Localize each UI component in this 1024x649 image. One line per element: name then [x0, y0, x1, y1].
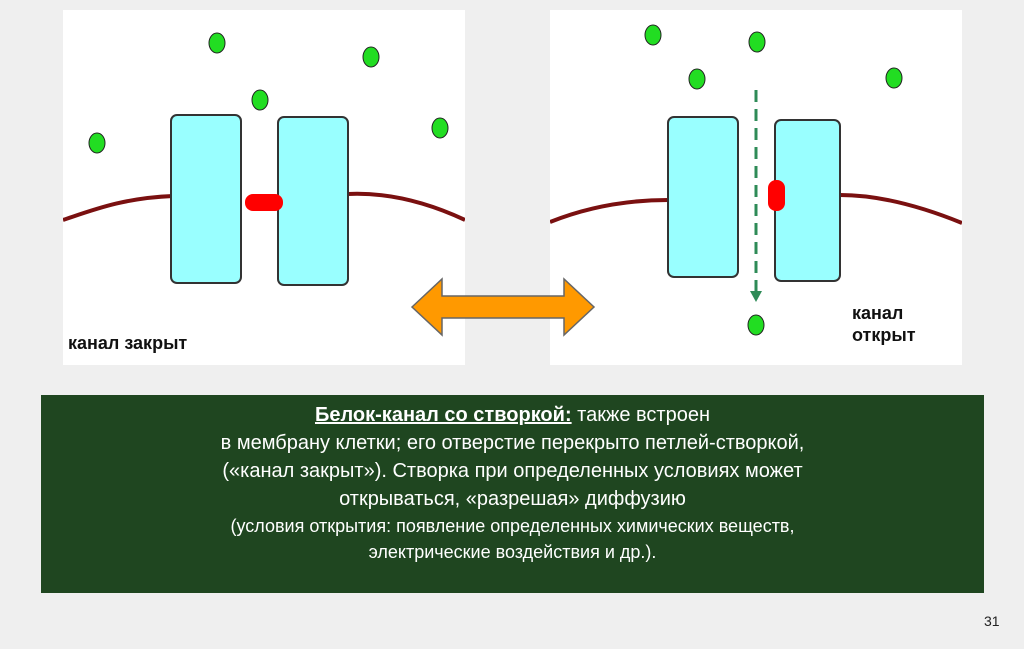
description-title: Белок-канал со створкой: [314, 404, 572, 426]
membrane-line-left [63, 194, 174, 222]
molecule [885, 67, 903, 89]
description-line: открываться, «разрешая» диффузию [339, 488, 686, 510]
channel-open-label-line1: канал [852, 303, 904, 323]
channel-protein-left [667, 116, 739, 278]
description-line: («канал закрыт»). Створка при определенн… [222, 460, 803, 482]
description-box: Белок-канал со створкой: также встроен в… [41, 395, 984, 593]
channel-protein-right [277, 116, 349, 286]
page-number: 31 [984, 613, 1000, 629]
gate-open [768, 180, 785, 211]
membrane-line-left [550, 198, 669, 224]
closed-channel-panel: канал закрыт [63, 10, 465, 365]
open-channel-diagram [550, 24, 962, 336]
channel-open-label-line2: открыт [852, 325, 916, 345]
molecule [748, 31, 766, 53]
description-line: (условия открытия: появление определенны… [230, 516, 795, 536]
molecule [644, 24, 662, 46]
molecule [251, 89, 269, 111]
channel-protein-left [170, 114, 242, 284]
molecule [688, 68, 706, 90]
molecule [208, 32, 226, 54]
gate-closed [245, 194, 283, 211]
molecule [88, 132, 106, 154]
double-arrow-icon [410, 277, 596, 337]
diffusion-arrow-head [750, 291, 762, 302]
description-line: в мембрану клетки; его отверстие перекры… [220, 432, 805, 454]
open-channel-panel: канал открыт [550, 10, 962, 365]
description-text: также встроен [571, 404, 711, 426]
description-line: электрические воздействия и др.). [368, 542, 657, 562]
membrane-line-right [347, 191, 465, 222]
closed-channel-diagram [63, 32, 465, 286]
channel-open-label: канал открыт [852, 302, 916, 346]
description-line: Белок-канал со створкой: также встроен [41, 401, 984, 429]
channel-closed-label: канал закрыт [68, 333, 188, 353]
molecule [362, 46, 380, 68]
molecule [747, 314, 765, 336]
membrane-line-right [839, 193, 962, 225]
molecule [431, 117, 449, 139]
